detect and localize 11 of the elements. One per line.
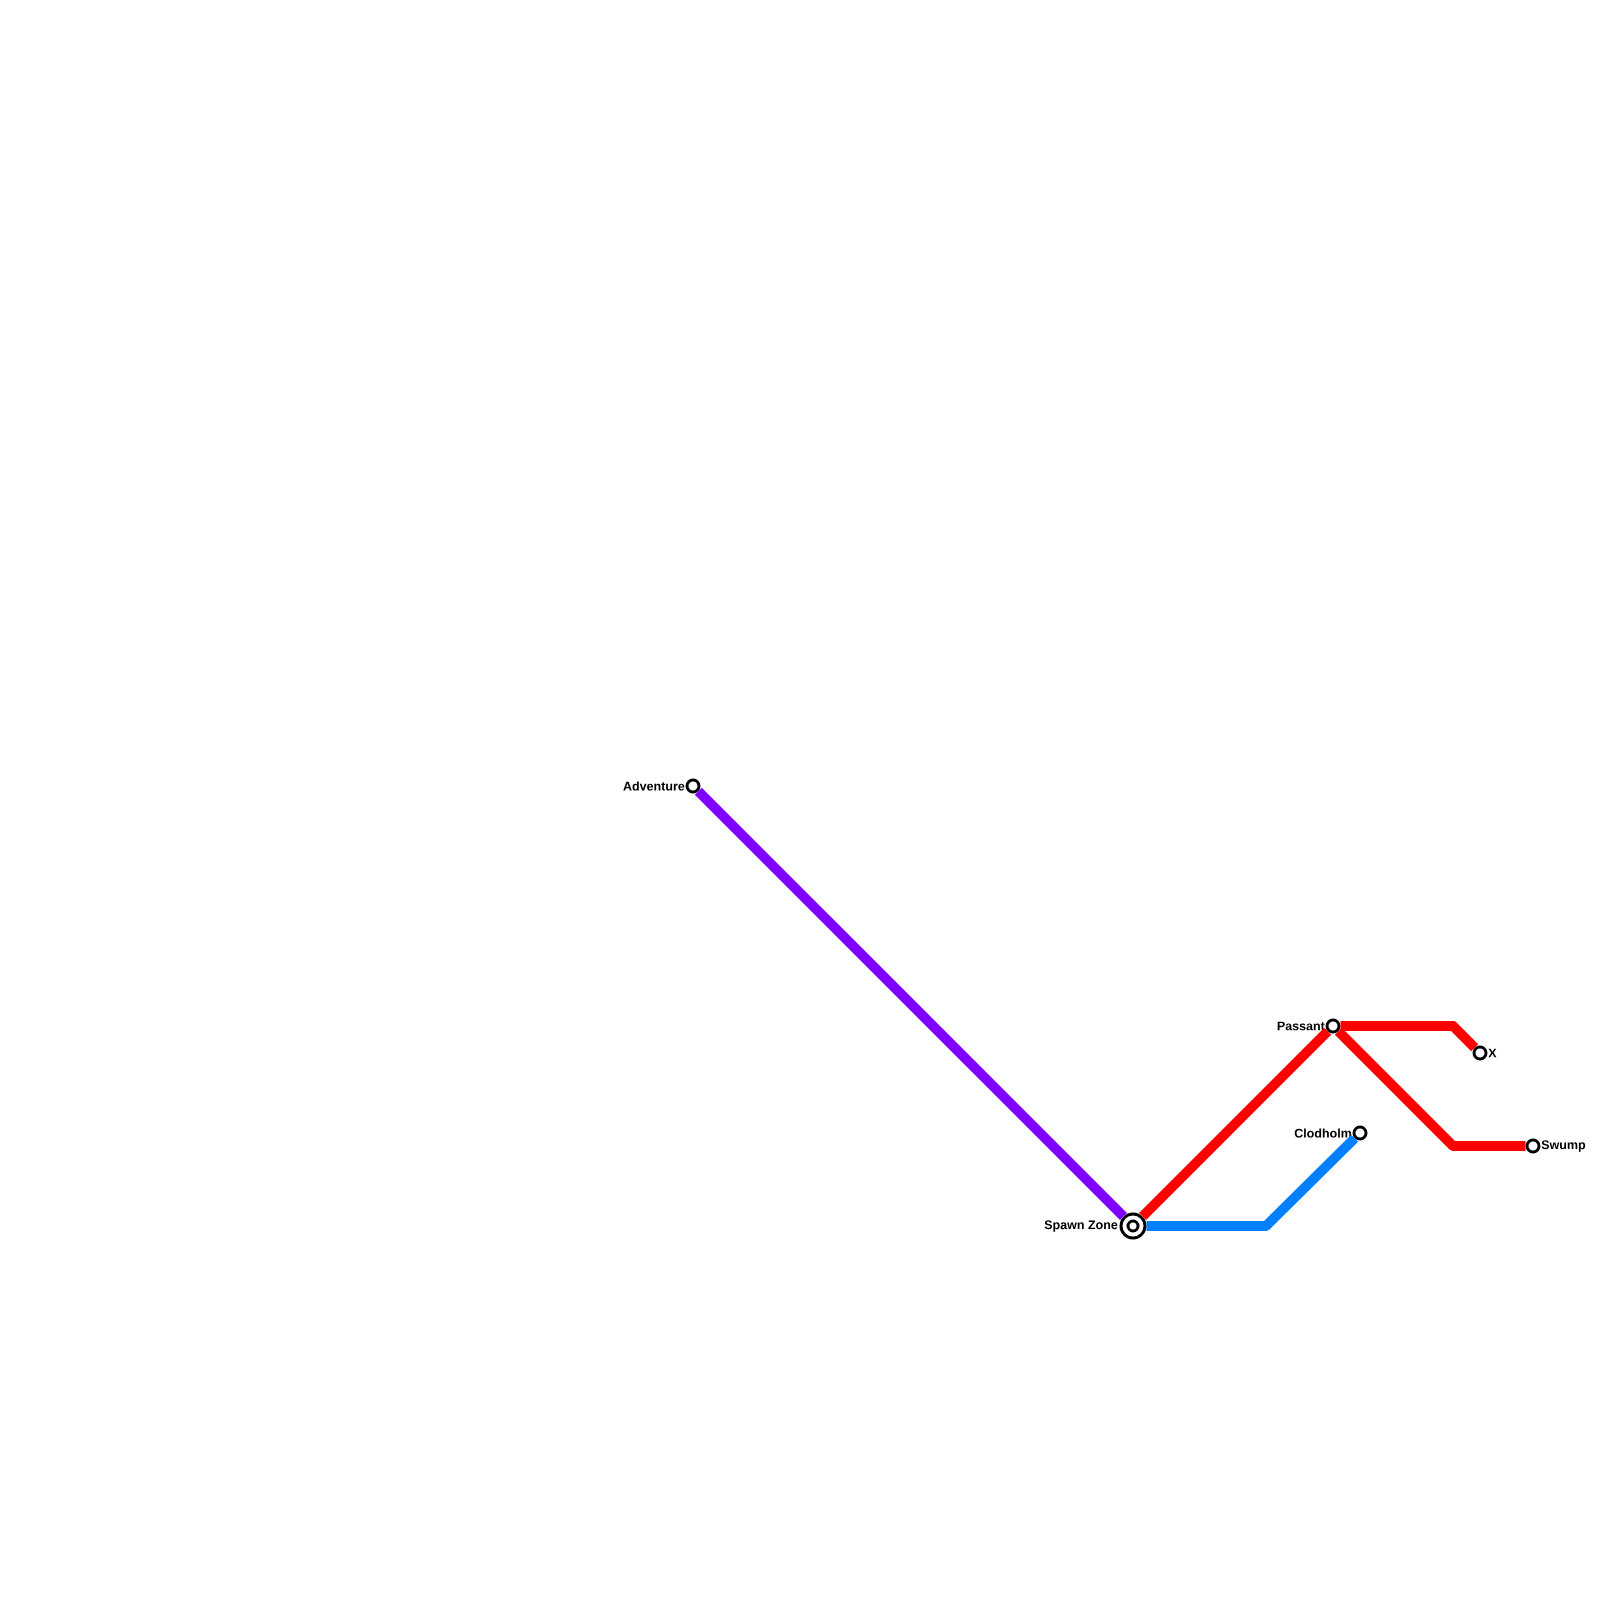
route-line [694, 787, 1127, 1220]
route-line [1146, 1134, 1359, 1231]
route-line [1334, 1027, 1526, 1151]
station-label: Clodholm [1294, 1128, 1352, 1138]
station-label: Swump [1541, 1140, 1586, 1152]
route-line [1139, 1027, 1332, 1220]
station-label: X [1488, 1048, 1497, 1058]
station-label: Spawn Zone [1044, 1220, 1118, 1232]
station-label: Adventure [623, 781, 685, 791]
route-line [1340, 1021, 1479, 1052]
station-label: Passant [1277, 1021, 1325, 1031]
